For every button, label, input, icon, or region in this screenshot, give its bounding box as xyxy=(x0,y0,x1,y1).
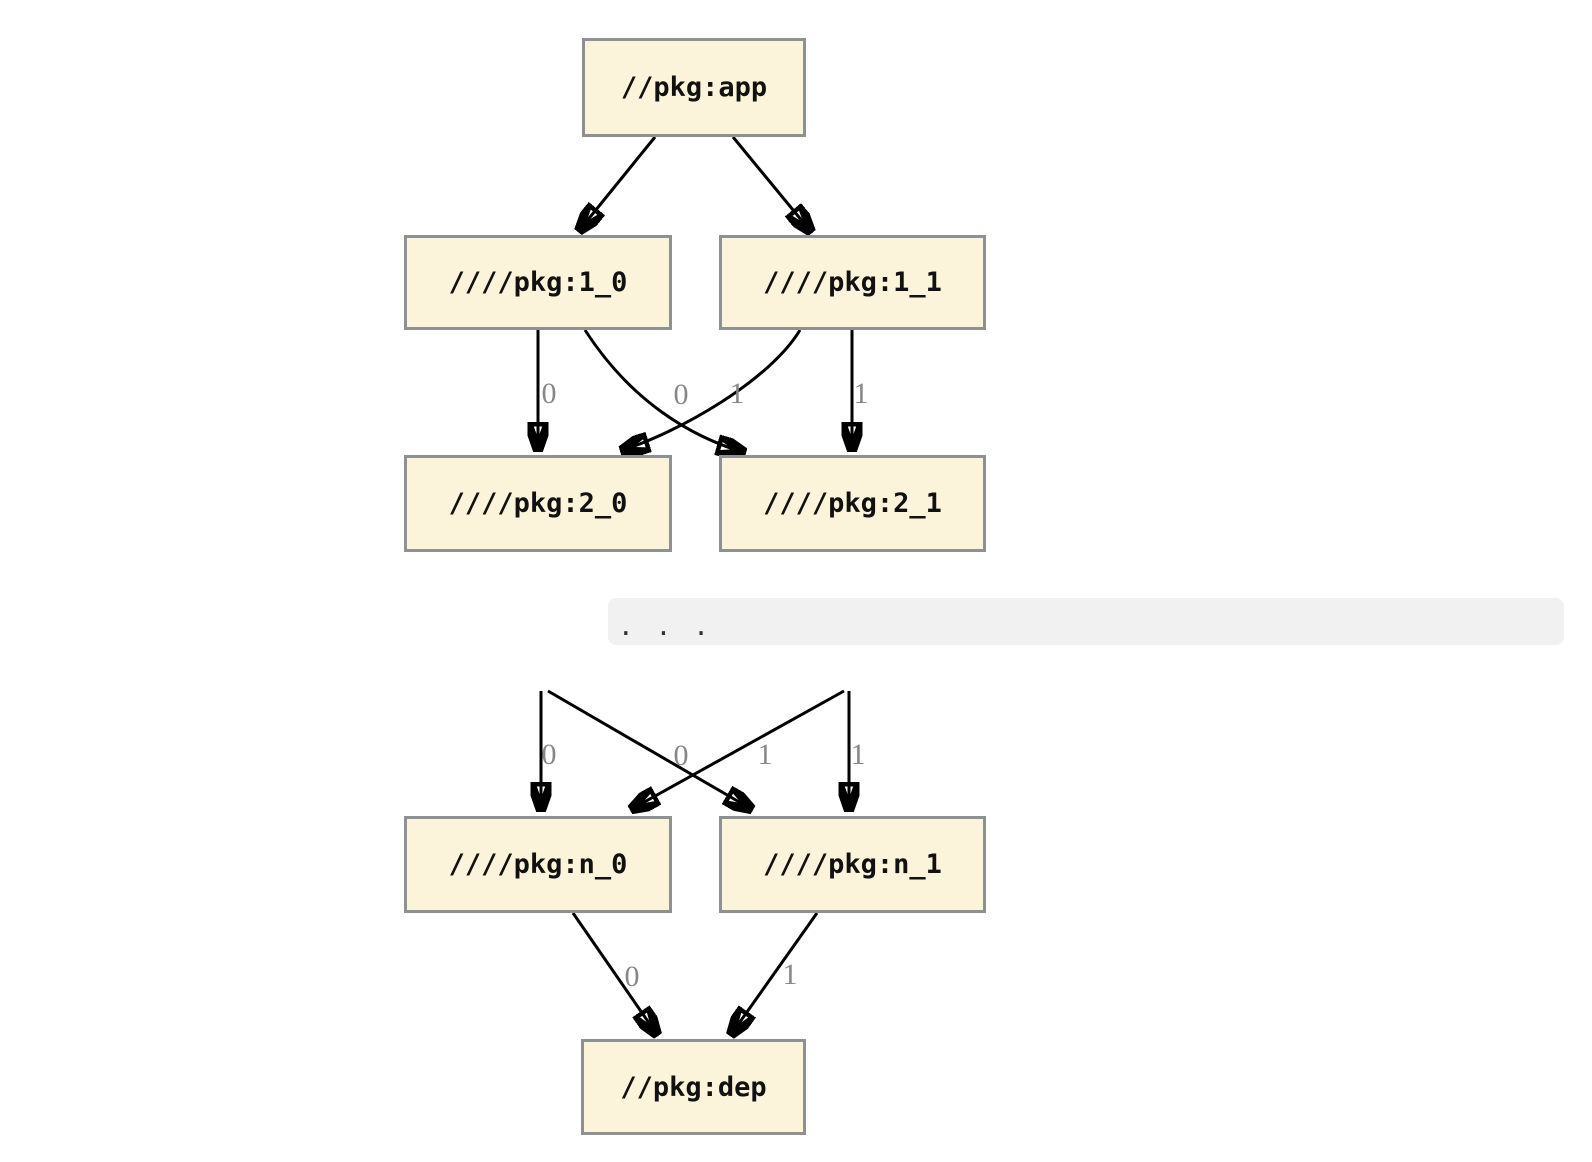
edge-label-1_0-2_1: 1 xyxy=(730,377,745,410)
edge-label-n_1-dep: 1 xyxy=(783,958,798,991)
edge-label-n_0-dep: 0 xyxy=(625,960,640,993)
node-pkg-2_1: ////pkg:2_1 xyxy=(719,455,986,552)
edge-label-1_0-2_0: 0 xyxy=(542,377,557,410)
ellipsis-bar: ... xyxy=(608,598,1564,645)
node-pkg-1_0: ////pkg:1_0 xyxy=(404,235,672,330)
edge-label-1_1-2_0: 0 xyxy=(674,378,689,411)
node-pkg-2_0: ////pkg:2_0 xyxy=(404,455,672,552)
edge-app-to-1_1 xyxy=(731,136,812,233)
edge-1_1-to-2_0 xyxy=(620,329,802,451)
edge-1_0-to-2_1 xyxy=(583,329,746,453)
edge-label-above-n_1-cross: 1 xyxy=(758,738,773,771)
node-pkg-n_1: ////pkg:n_1 xyxy=(719,816,986,913)
edge-n_0-to-dep xyxy=(571,912,658,1036)
edge-label-1_1-2_1: 1 xyxy=(854,377,869,410)
node-pkg-1_1: ////pkg:1_1 xyxy=(719,235,986,330)
edge-label-above-n_0: 0 xyxy=(542,738,557,771)
node-pkg-n_0: ////pkg:n_0 xyxy=(404,816,672,913)
edge-above-to-n_1-cross xyxy=(547,689,753,810)
ellipsis-dots: ... xyxy=(618,611,731,642)
edge-above-to-n_0-cross xyxy=(630,689,845,810)
edge-label-above-n_0-cross: 0 xyxy=(674,739,689,772)
edge-app-to-1_0 xyxy=(578,136,657,232)
edge-n_1-to-dep xyxy=(730,912,819,1036)
node-pkg-app: //pkg:app xyxy=(582,38,806,137)
edge-label-above-n_1: 1 xyxy=(851,738,866,771)
node-pkg-dep: //pkg:dep xyxy=(581,1039,806,1135)
